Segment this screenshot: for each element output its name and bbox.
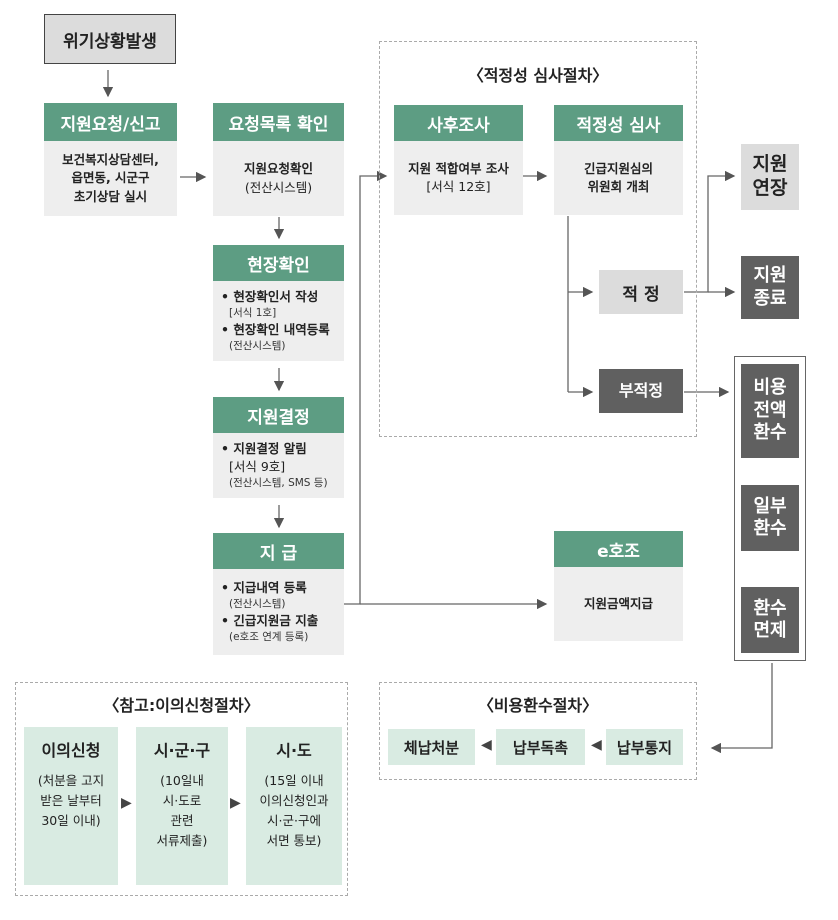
confirm-header: 요청목록 확인: [213, 103, 344, 141]
field-header: 현장확인: [213, 245, 344, 281]
start-label: 위기상황발생: [63, 31, 157, 52]
decision-header: 지원결정: [213, 397, 344, 433]
adequacy-line: 위원회 개최: [587, 179, 650, 194]
refund-step-disposition: 체납처분: [388, 729, 475, 765]
adequacy-line: 긴급지원심의: [583, 160, 653, 176]
refund-step-reminder: 납부독촉: [496, 729, 585, 765]
refund-step-notice: 납부통지: [606, 729, 683, 765]
appeal-col-line: 서면 통보): [266, 833, 322, 848]
payment-item-sub: (e호조 연계 등록): [229, 631, 309, 644]
inadequate-label: 부적정: [618, 381, 664, 400]
inadequate-box: 부적정: [599, 369, 683, 413]
ehojo-title: e호조: [597, 541, 640, 562]
field-item-sub: (전산시스템): [229, 340, 286, 353]
confirm-line: (전산시스템): [244, 179, 313, 195]
request-header: 지원요청/신고: [44, 103, 177, 141]
extend-label: 지원 연장: [752, 153, 788, 199]
refund-partial-label: 일부 환수: [753, 495, 787, 540]
adequacy-body: 긴급지원심의 위원회 개최: [554, 141, 683, 215]
payment-body: • 지급내역 등록 (전산시스템) • 긴급지원금 지출 (e호조 연계 등록): [213, 569, 344, 655]
appeal-section: [15, 682, 348, 896]
arrow-refund-to-notice: [710, 663, 773, 754]
field-item: • 현장확인서 작성: [221, 288, 319, 304]
appeal-col-1: 이의신청 (처분을 고지 받은 날부터 30일 이내): [24, 727, 118, 885]
appeal-col-title: 이의신청: [41, 741, 101, 760]
refund-step-label: 납부통지: [616, 738, 673, 757]
request-line: 읍면동, 시군구: [71, 170, 150, 186]
refund-title-text: 〈비용환수절차〉: [477, 696, 599, 715]
refund-step-label: 납부독촉: [512, 738, 569, 757]
appeal-col-line: (15일 이내: [264, 773, 324, 788]
refund-full-box: 비용 전액 환수: [741, 364, 799, 458]
refund-partial-box: 일부 환수: [741, 485, 799, 551]
triangle-left-icon: ◀: [591, 737, 602, 753]
review-title-text: 〈적정성 심사절차〉: [467, 66, 609, 85]
survey-title: 사후조사: [427, 115, 490, 136]
arrow-payment-to-survey: [344, 170, 388, 605]
appeal-col-line: 받은 날부터: [40, 793, 102, 808]
payment-item: • 긴급지원금 지출: [221, 613, 319, 628]
triangle-right-icon: ▶: [121, 795, 132, 811]
appeal-col-line: 관련: [170, 813, 194, 828]
review-section: [379, 41, 697, 437]
field-title: 현장확인: [247, 255, 310, 276]
decision-body: • 지원결정 알림 [서식 9호] (전산시스템, SMS 등): [213, 433, 344, 498]
request-line: 보건복지상담센터,: [62, 152, 159, 168]
refund-section: [379, 682, 697, 780]
start-box: 위기상황발생: [44, 14, 176, 64]
review-section-title: 〈적정성 심사절차〉: [379, 62, 697, 86]
appeal-col-3: 시·도 (15일 이내 이의신청인과 시·군·구에 서면 통보): [246, 727, 342, 885]
appeal-col-line: 이의신청인과: [259, 793, 329, 808]
survey-line: [서식 12호]: [426, 179, 491, 194]
survey-body: 지원 적합여부 조사 [서식 12호]: [394, 141, 523, 215]
field-body: • 현장확인서 작성 [서식 1호] • 현장확인 내역등록 (전산시스템): [213, 281, 344, 361]
triangle-left-icon: ◀: [481, 737, 492, 753]
end-box: 지원 종료: [741, 256, 799, 319]
ehojo-line: 지원금액지급: [583, 595, 653, 611]
refund-full-label: 비용 전액 환수: [753, 377, 787, 444]
decision-item: • 지원결정 알림: [221, 440, 307, 456]
refund-exempt-label: 환수 면제: [753, 597, 787, 642]
request-body: 보건복지상담센터, 읍면동, 시군구 초기상담 실시: [44, 141, 177, 216]
refund-step-label: 체납처분: [403, 738, 460, 757]
appeal-col-line: 서류제출): [156, 833, 208, 848]
adequacy-header: 적정성 심사: [554, 105, 683, 141]
field-item: • 현장확인 내역등록: [221, 322, 330, 337]
appeal-col-title: 시·군·구: [153, 741, 211, 760]
adequate-box: 적 정: [599, 270, 683, 314]
appeal-col-title: 시·도: [276, 741, 312, 760]
decision-item-sub: (전산시스템, SMS 등): [229, 477, 328, 490]
payment-title: 지 급: [259, 543, 298, 564]
survey-line: 지원 적합여부 조사: [408, 160, 509, 176]
adequate-label: 적 정: [622, 284, 660, 305]
appeal-col-line: (처분을 고지: [37, 773, 105, 788]
confirm-line: 지원요청확인: [243, 161, 313, 177]
refund-section-title: 〈비용환수절차〉: [379, 692, 697, 716]
confirm-title: 요청목록 확인: [228, 114, 329, 135]
appeal-col-line: 시·군·구에: [267, 813, 321, 828]
adequacy-title: 적정성 심사: [576, 115, 661, 136]
appeal-col-line: (10일내: [160, 773, 204, 788]
extend-box: 지원 연장: [741, 144, 799, 210]
ehojo-header: e호조: [554, 531, 683, 567]
payment-item-sub: (전산시스템): [229, 597, 286, 610]
decision-title: 지원결정: [247, 407, 310, 428]
triangle-right-icon: ▶: [230, 795, 241, 811]
request-line: 초기상담 실시: [73, 188, 148, 204]
decision-item-sub: [서식 9호]: [229, 458, 286, 474]
appeal-col-line: 30일 이내): [41, 813, 101, 828]
end-label: 지원 종료: [753, 265, 787, 309]
refund-exempt-box: 환수 면제: [741, 587, 799, 653]
survey-header: 사후조사: [394, 105, 523, 141]
payment-item: • 지급내역 등록: [221, 579, 307, 595]
appeal-col-2: 시·군·구 (10일내 시·도로 관련 서류제출): [136, 727, 228, 885]
appeal-col-line: 시·도로: [162, 793, 202, 808]
field-item-sub: [서식 1호]: [229, 306, 277, 319]
payment-header: 지 급: [213, 533, 344, 569]
request-title: 지원요청/신고: [60, 114, 161, 135]
ehojo-body: 지원금액지급: [554, 567, 683, 641]
appeal-title-text: 〈참고:이의신청절차〉: [103, 696, 260, 715]
appeal-section-title: 〈참고:이의신청절차〉: [15, 692, 348, 716]
confirm-body: 지원요청확인 (전산시스템): [213, 141, 344, 216]
